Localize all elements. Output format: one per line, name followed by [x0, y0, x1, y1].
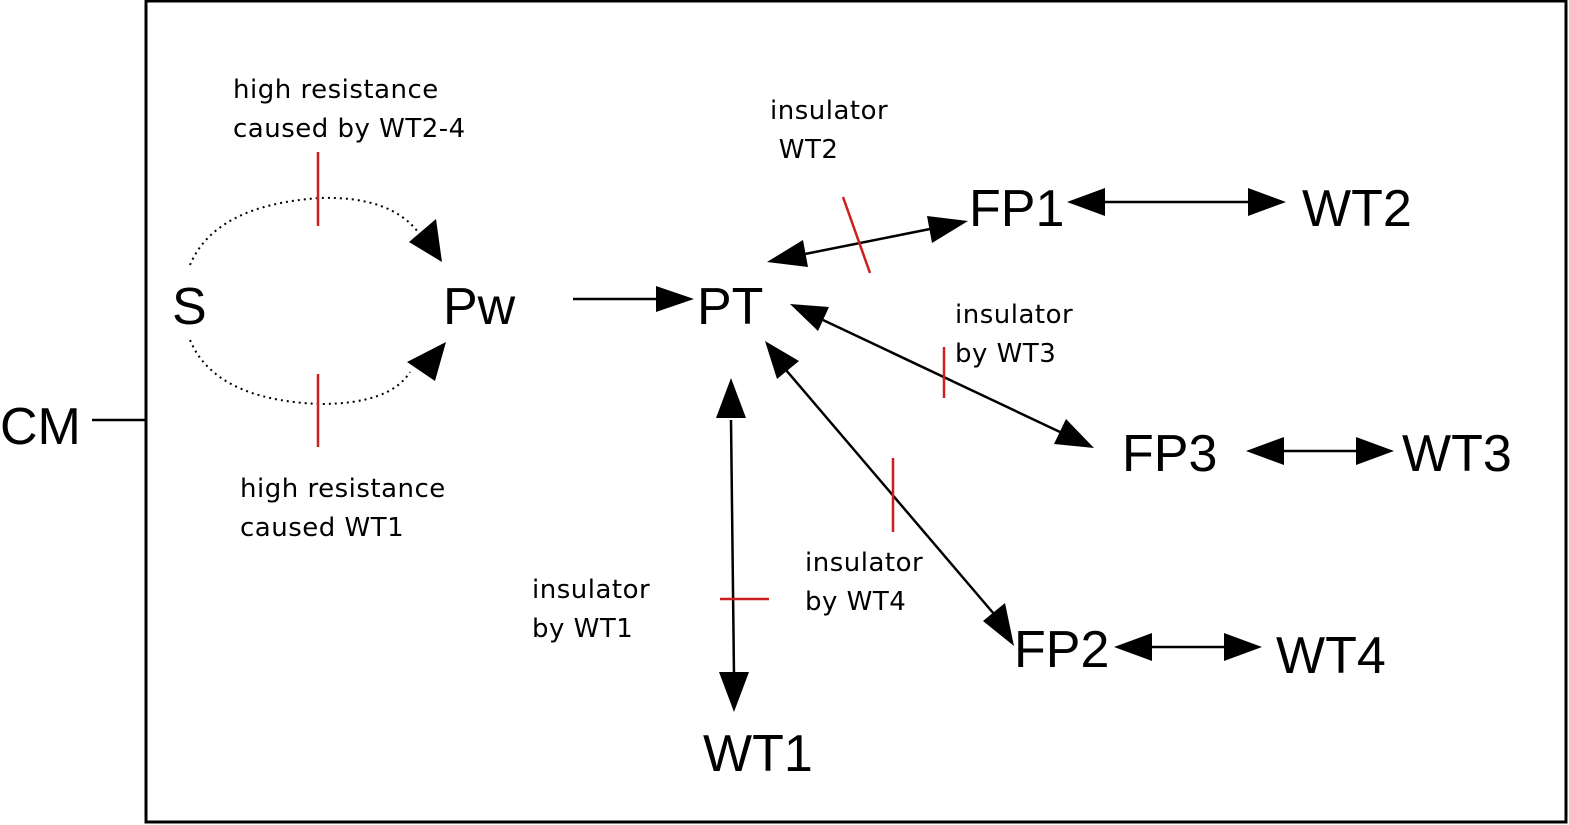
node-wt3: WT3	[1402, 425, 1512, 483]
insulator-mark-wt2	[841, 196, 872, 274]
edge-pt-fp1	[804, 227, 931, 256]
arrowhead-wt3-side	[1356, 437, 1394, 465]
node-pt: PT	[697, 278, 763, 336]
node-wt4: WT4	[1276, 627, 1386, 685]
node-fp2: FP2	[1014, 621, 1109, 679]
arrowhead-fp3-end	[1054, 419, 1094, 448]
node-s: S	[172, 278, 207, 336]
arrowhead-pt-end-fp2	[765, 341, 799, 379]
annotation-insulator-wt3-line2: by WT3	[955, 339, 1056, 369]
arrowhead-wt2-side	[1248, 188, 1286, 216]
annotation-insulator-wt3-line1: insulator	[955, 300, 1073, 330]
arrowhead-fp1-side	[1067, 188, 1105, 216]
annotation-insulator-wt2-line1: insulator	[770, 96, 888, 126]
annotation-insulator-wt2-line2: WT2	[770, 135, 838, 165]
edge-pt-fp3	[822, 318, 1061, 434]
edge-pt-fp2	[785, 369, 995, 615]
annotation-insulator-wt4-line2: by WT4	[805, 587, 906, 617]
annotation-insulator-wt1-line2: by WT1	[532, 614, 633, 644]
node-wt1: WT1	[703, 725, 813, 783]
arrowhead-fp2-side	[1114, 633, 1152, 661]
arrowhead-pt-from-pw	[656, 286, 694, 312]
annotation-bottom-resistance-line1: high resistance	[240, 474, 446, 504]
arrowhead-wt1-end	[719, 672, 749, 712]
edge-pt-wt1	[729, 419, 736, 677]
annotation-insulator-wt4-line1: insulator	[805, 548, 923, 578]
arc-s-to-pw-top	[189, 196, 419, 266]
arrowhead-pt-end-wt1	[716, 378, 746, 418]
cm-boundary-box	[144, 0, 1568, 824]
arrowhead-wt4-side	[1224, 633, 1262, 661]
arrowhead-fp3-side	[1246, 437, 1284, 465]
node-cm: CM	[0, 398, 81, 456]
arrowhead-pt-end-fp3	[790, 304, 829, 331]
annotation-top-resistance-line2: caused by WT2-4	[233, 114, 466, 144]
arrowhead-pt-end-fp1	[767, 240, 808, 267]
annotation-insulator-wt1-line1: insulator	[532, 575, 650, 605]
node-wt2: WT2	[1302, 180, 1412, 238]
node-fp1: FP1	[969, 180, 1064, 238]
arrowhead-pw-top	[409, 219, 442, 262]
arc-s-to-pw-bottom	[189, 339, 411, 406]
arrowhead-fp1-end	[927, 216, 968, 243]
annotation-top-resistance-line1: high resistance	[233, 75, 439, 105]
node-fp3: FP3	[1122, 425, 1217, 483]
arrowhead-fp2-end	[983, 603, 1014, 646]
node-pw: Pw	[443, 278, 516, 336]
annotation-bottom-resistance-line2: caused WT1	[240, 513, 404, 543]
arrowhead-pw-bottom	[407, 342, 446, 381]
